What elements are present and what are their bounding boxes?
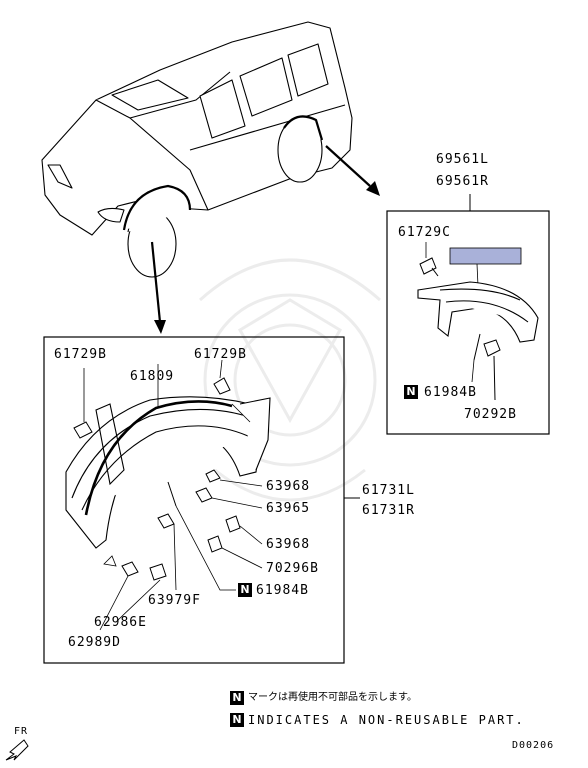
part-63968-upper: 63968 <box>266 479 311 494</box>
part-61729b-right: 61729B <box>194 347 247 362</box>
part-70292b: 70292B <box>464 407 517 422</box>
part-63979f: 63979F <box>148 593 201 608</box>
part-69561l: 69561L <box>436 152 489 167</box>
part-69561r: 69561R <box>436 174 489 189</box>
legend-english-text: INDICATES A NON-REUSABLE PART. <box>248 713 525 727</box>
clip-inset <box>419 257 439 277</box>
part-61809: 61809 <box>130 369 175 384</box>
watermark-crest <box>199 258 381 502</box>
non-reusable-mark: N <box>238 583 252 597</box>
part-61729b-left: 61729B <box>54 347 107 362</box>
part-63968-lower: 63968 <box>266 537 311 552</box>
vehicle-illustration <box>41 21 353 278</box>
bolt-inset <box>473 333 501 401</box>
leader-lines <box>99 479 263 631</box>
flare-molding-inset <box>417 281 539 343</box>
legend-japanese-text: マークは再使用不可部品を示します。 <box>248 692 417 703</box>
part-63965: 63965 <box>266 501 311 516</box>
flare-molding-main <box>65 396 271 549</box>
fr-arrow-icon <box>5 739 29 761</box>
clip-main-right <box>213 377 231 395</box>
main-frame <box>43 336 345 664</box>
non-reusable-mark: N <box>404 385 418 399</box>
inset-frame <box>386 210 550 435</box>
legend-n-icon-jp: N <box>230 691 244 705</box>
fastener-stack <box>121 469 241 581</box>
part-61731r: 61731R <box>362 503 415 518</box>
legend-n-icon-en: N <box>230 713 244 727</box>
part-62989d: 62989D <box>68 635 121 650</box>
diagram-code: D00206 <box>512 740 555 751</box>
part-61984b-inset: 61984B <box>424 385 477 400</box>
fr-label: FR <box>14 726 29 737</box>
highlight-label-plate <box>449 247 522 265</box>
pointer-arrows <box>150 145 380 334</box>
part-61731l: 61731L <box>362 483 415 498</box>
part-61729c: 61729C <box>398 225 451 240</box>
part-61984b-main: 61984B <box>256 583 309 598</box>
molding-edge-line <box>84 400 233 516</box>
clip-main-left <box>73 421 93 439</box>
part-62986e: 62986E <box>94 615 147 630</box>
part-70296b: 70296B <box>266 561 319 576</box>
